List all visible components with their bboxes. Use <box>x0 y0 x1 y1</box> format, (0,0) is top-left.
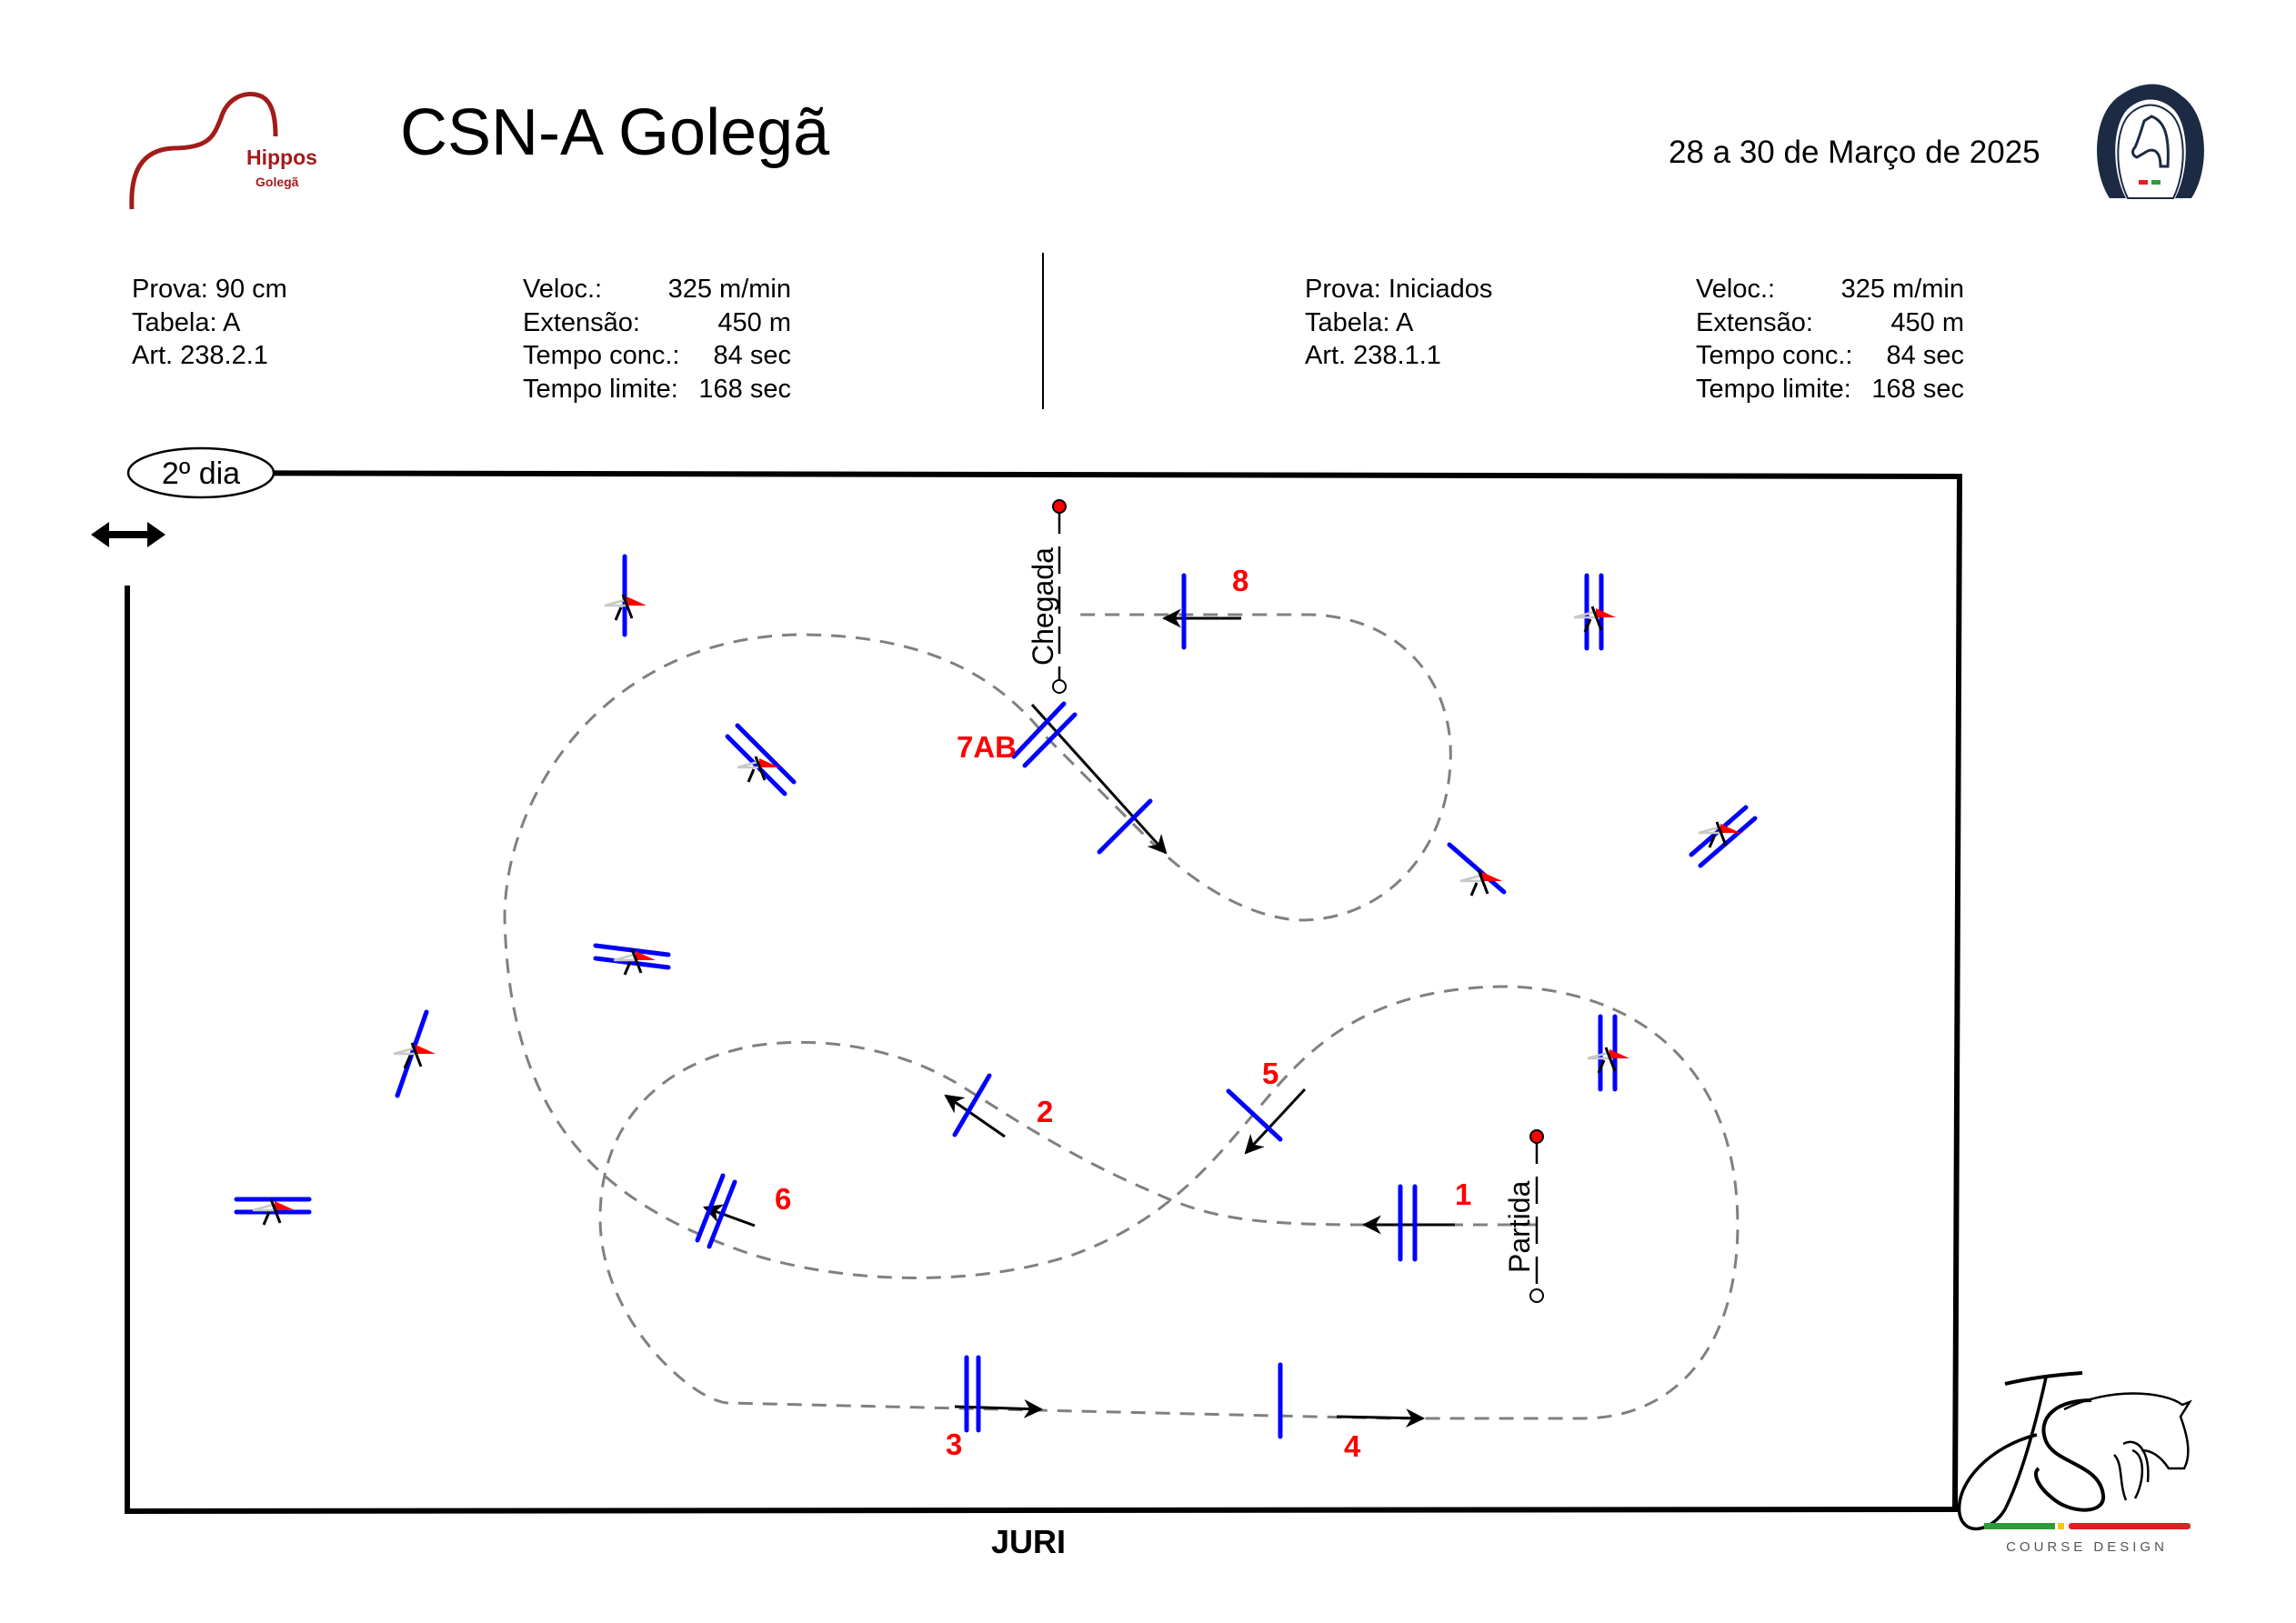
jump-number: 4 <box>1344 1429 1361 1463</box>
jump-number: 5 <box>1262 1057 1278 1090</box>
length-value: 450 m <box>717 307 791 337</box>
time-limit-label: Tempo limite: <box>1696 374 1851 404</box>
time-limit-row: Tempo limite: 168 sec <box>1696 373 1964 406</box>
info-divider <box>1042 253 1044 409</box>
jump-number: 3 <box>946 1428 962 1461</box>
jury-label: JURI <box>991 1523 1067 1560</box>
prova-label: Prova: Iniciados <box>1305 275 1493 304</box>
fence-2 <box>952 1073 992 1137</box>
jump-number: 6 <box>775 1182 791 1216</box>
practice-fence <box>603 554 648 637</box>
prova-label: Prova: 90 cm <box>132 275 287 304</box>
speed-label: Veloc.: <box>1696 275 1776 304</box>
hippos-logo: Hippos Golegã <box>129 92 317 210</box>
class-stats-left: Veloc.: 325 m/min Extensão: 450 m Tempo co… <box>523 273 791 406</box>
time-allowed-value: 84 sec <box>1886 341 1964 370</box>
length-row: Extensão: 450 m <box>523 306 791 340</box>
tabela-label: Tabela: A <box>132 307 241 337</box>
direction-arrows <box>703 608 1455 1428</box>
jump-number: 2 <box>1037 1095 1053 1128</box>
time-allowed-row: Tempo conc.: 84 sec <box>523 339 791 373</box>
jump-number: 1 <box>1455 1177 1471 1211</box>
practice-fence <box>593 943 671 977</box>
arrow-jump-7 <box>1030 703 1168 855</box>
course-design-caption: COURSE DESIGN <box>2006 1539 2168 1555</box>
practice-fence <box>392 1009 437 1098</box>
practice-fence <box>1586 1014 1631 1092</box>
article-label: Art. 238.2.1 <box>132 341 268 370</box>
arrow-jump-5 <box>1244 1087 1307 1155</box>
fence-7a <box>1011 701 1078 768</box>
time-allowed-value: 84 sec <box>713 341 791 370</box>
arrow-jump-3 <box>954 1398 1044 1418</box>
start-red-marker <box>1529 1129 1544 1144</box>
practice-fence <box>234 1197 312 1227</box>
class-info-right: Prova: Iniciados Tabela: A Art. 238.1.1 <box>1305 273 1492 373</box>
start-label: Partida <box>1503 1180 1536 1273</box>
arena-border <box>125 470 1963 1515</box>
speed-label: Veloc.: <box>523 275 603 304</box>
practice-fence <box>1689 805 1758 868</box>
practice-fence <box>1447 842 1507 897</box>
arrow-jump-4 <box>1336 1408 1426 1428</box>
fence-5 <box>1226 1088 1283 1142</box>
class-stats-right: Veloc.: 325 m/min Extensão: 450 m Tempo co… <box>1696 273 1964 406</box>
logo-bar-green <box>1984 1523 2055 1529</box>
fence-7b <box>1097 798 1153 855</box>
jump-number: 8 <box>1232 564 1248 597</box>
day-label: 2º dia <box>162 456 240 491</box>
class-info-left: Prova: 90 cm Tabela: A Art. 238.2.1 <box>132 273 287 373</box>
time-allowed-label: Tempo conc.: <box>523 341 680 370</box>
hippos-logo-name: Hippos <box>246 145 317 169</box>
practice-fence <box>725 723 797 796</box>
time-limit-row: Tempo limite: 168 sec <box>523 373 791 406</box>
double-arrow-icon <box>91 522 165 547</box>
time-limit-label: Tempo limite: <box>523 374 678 404</box>
hippos-logo-sub: Golegã <box>256 175 299 189</box>
arrow-jump-2 <box>944 1094 1006 1138</box>
start-white-marker <box>1529 1288 1544 1303</box>
length-row: Extensão: 450 m <box>1696 306 1964 340</box>
fence-6 <box>695 1173 737 1249</box>
arrow-jump-6 <box>703 1204 756 1227</box>
finish-white-marker <box>1052 679 1067 694</box>
speed-value: 325 m/min <box>667 275 791 304</box>
time-allowed-label: Tempo conc.: <box>1696 341 1853 370</box>
article-label: Art. 238.1.1 <box>1305 341 1441 370</box>
logo-bar-yellow <box>2058 1523 2064 1529</box>
finish-label: Chegada <box>1027 547 1059 666</box>
fence-1 <box>1398 1184 1418 1262</box>
length-label: Extensão: <box>523 307 640 337</box>
finish-red-marker <box>1052 499 1067 514</box>
length-label: Extensão: <box>1696 307 1813 337</box>
jump-number: 7AB <box>957 730 1017 764</box>
time-limit-value: 168 sec <box>698 374 791 404</box>
practice-fence <box>1572 573 1618 651</box>
start-line: Partida <box>1503 1129 1544 1303</box>
finish-line: Chegada <box>1027 499 1067 694</box>
speed-row: Veloc.: 325 m/min <box>1696 273 1964 306</box>
day-badge: 2º dia <box>126 446 276 499</box>
fep-logo <box>2097 84 2204 199</box>
speed-row: Veloc.: 325 m/min <box>523 273 791 306</box>
speed-value: 325 m/min <box>1840 275 1964 304</box>
fence-3 <box>964 1355 981 1433</box>
event-date: 28 a 30 de Março de 2025 <box>1669 135 2040 170</box>
time-limit-value: 168 sec <box>1871 374 1964 404</box>
page-title: CSN-A Golegã <box>400 96 830 169</box>
tabela-label: Tabela: A <box>1305 307 1414 337</box>
length-value: 450 m <box>1890 307 1964 337</box>
course-design-logo: COURSE DESIGN <box>1957 1371 2193 1555</box>
logo-bar-red <box>2069 1523 2191 1529</box>
course-track <box>503 613 1740 1420</box>
time-allowed-row: Tempo conc.: 84 sec <box>1696 339 1964 373</box>
